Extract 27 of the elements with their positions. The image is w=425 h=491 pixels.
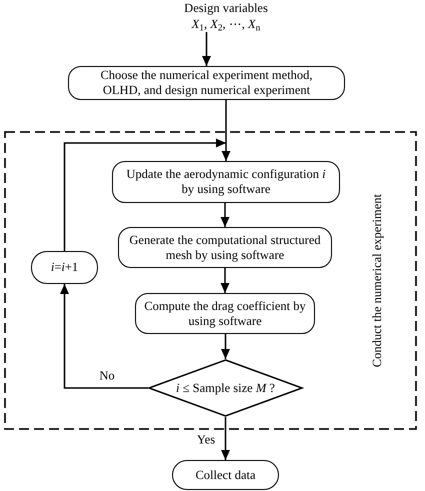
- dashed-group-frame: [4, 131, 417, 430]
- step-text: Collect data: [195, 468, 256, 482]
- process-box: [135, 293, 315, 334]
- step-text: Choose the numerical experiment method, OLHD, and design numerical experiment: [99, 68, 314, 98]
- terminal-box: [172, 460, 279, 490]
- arrow: [221, 417, 230, 460]
- process-box: [112, 161, 340, 203]
- arrow: [202, 32, 211, 66]
- arrow: [220, 203, 230, 227]
- variable-list: X$_{1}$, X$_{2}$, ⋯, X$_{n}$: [160, 16, 292, 32]
- decision-diamond: [148, 359, 303, 417]
- heading-text: Design variables: [183, 0, 269, 16]
- step-text: i=i+1: [50, 260, 78, 275]
- step-text: Compute the drag coefficient by using software: [143, 298, 307, 328]
- step-text: Generate the computational structured mesh by using software: [128, 232, 322, 262]
- connector-line: [225, 100, 227, 143]
- group-label: Conduct the numerical experiment: [370, 194, 385, 368]
- arrow: [220, 268, 230, 293]
- arrow: [60, 284, 148, 389]
- step-text: Update the aerodynamic configuration i by using software: [125, 167, 327, 197]
- decision-text: i ≤ Sample size M ?: [176, 380, 275, 396]
- arrow: [64, 138, 226, 251]
- process-box: [68, 66, 345, 100]
- process-box: [118, 227, 332, 268]
- arrow: [222, 143, 230, 161]
- process-box: [31, 251, 98, 284]
- arrow: [221, 334, 230, 359]
